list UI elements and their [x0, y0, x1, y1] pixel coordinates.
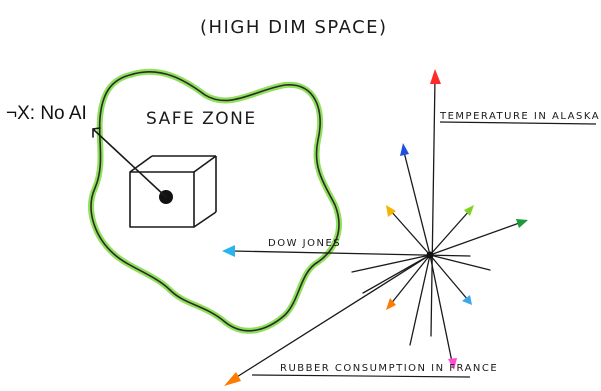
temperature-axis-label: TEMPERATURE IN ALASKA [439, 111, 600, 122]
cube [129, 155, 217, 228]
no-ai-label: ¬X: No AI [6, 103, 87, 124]
arrow-orange [386, 298, 396, 310]
temperature-underline [439, 121, 597, 125]
rubber-underline [251, 374, 471, 378]
arrow-down-orange [224, 372, 241, 386]
arrow-blue [400, 143, 409, 156]
safe-zone [88, 68, 342, 334]
origin-point [426, 251, 434, 259]
arrow-darkgreen [516, 219, 528, 228]
rubber-axis-label: RUBBER CONSUMPTION IN FRANCE [280, 363, 498, 374]
dow-jones-axis-label: DOW JONES [268, 238, 341, 249]
safe-zone-label: SAFE ZONE [146, 109, 257, 129]
arrow-sky [462, 295, 472, 305]
no-ai-pointer [92, 127, 167, 198]
arrow-left-cyan [222, 245, 235, 257]
arrow-pink [448, 358, 457, 370]
diagram-title: (HIGH DIM SPACE) [200, 17, 388, 38]
axes [231, 77, 523, 381]
arrow-up-red [430, 69, 441, 84]
arrow-yellow [386, 205, 396, 217]
arrow-green [464, 205, 474, 216]
safe-zone-outline [90, 71, 340, 332]
